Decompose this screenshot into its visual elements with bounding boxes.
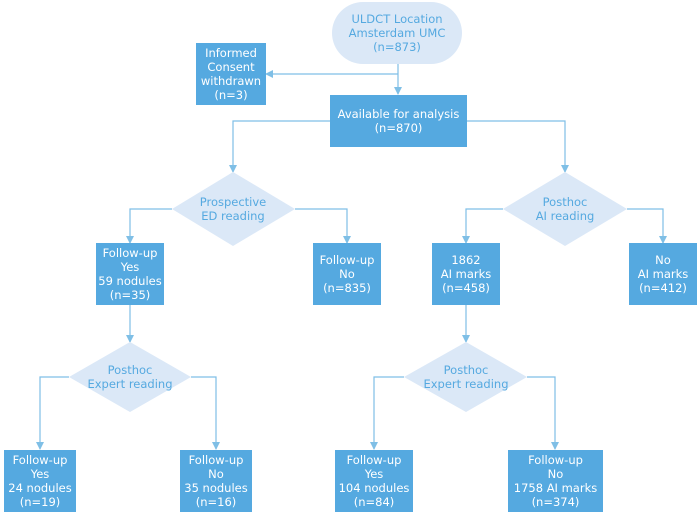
- expert-right-line-2: Expert reading: [423, 377, 509, 391]
- ed-yes-line-2: Yes: [120, 260, 140, 274]
- outcome-left-yes-box: Follow-up Yes 24 nodules (n=19): [4, 450, 76, 512]
- outcome-left-no-box: Follow-up No 35 nodules (n=16): [180, 450, 252, 512]
- ed-yes-line-3: 59 nodules: [98, 274, 162, 288]
- withdrawn-line-3: withdrawn: [200, 74, 262, 88]
- out3-line-3: 104 nodules: [338, 481, 410, 495]
- out1-line-4: (n=19): [19, 495, 61, 509]
- out4-line-1: Follow-up: [528, 453, 583, 467]
- out1-line-3: 24 nodules: [8, 481, 72, 495]
- ai-marks-box: 1862 AI marks (n=458): [432, 243, 500, 305]
- out3-line-4: (n=84): [353, 495, 395, 509]
- out2-line-1: Follow-up: [188, 453, 244, 467]
- expert-right-label: Posthoc Expert reading: [406, 363, 526, 391]
- posthoc-ai-line-2: AI reading: [535, 209, 595, 223]
- withdrawn-line-4: (n=3): [214, 88, 248, 102]
- out4-line-4: (n=374): [531, 495, 580, 509]
- start-line-3: (n=873): [373, 40, 421, 54]
- out4-line-2: No: [547, 467, 564, 481]
- start-line-2: Amsterdam UMC: [348, 26, 446, 40]
- connector-expert-right-to-no: [527, 376, 559, 450]
- available-line-1: Available for analysis: [337, 107, 460, 121]
- connector-expert-left-to-yes: [36, 376, 69, 450]
- ed-yes-line-4: (n=35): [109, 288, 151, 302]
- ed-no-line-2: No: [339, 267, 355, 281]
- posthoc-ai-line-1: Posthoc: [542, 195, 588, 209]
- decision-diamond-prospective: [172, 172, 295, 246]
- expert-left-label: Posthoc Expert reading: [70, 363, 190, 391]
- outcome-right-no-box: Follow-up No 1758 AI marks (n=374): [508, 450, 603, 512]
- ai-marks-line-3: (n=458): [442, 281, 490, 295]
- connector-available-to-posthoc-ai: [467, 120, 569, 173]
- available-box: Available for analysis (n=870): [330, 95, 467, 147]
- out1-line-1: Follow-up: [12, 453, 68, 467]
- outcome-right-yes-box: Follow-up Yes 104 nodules (n=84): [335, 450, 413, 512]
- out2-line-4: (n=16): [195, 495, 237, 509]
- ed-no-line-1: Follow-up: [319, 253, 375, 267]
- out4-line-3: 1758 AI marks: [513, 481, 598, 495]
- decision-diamond-expert-left: [69, 342, 191, 412]
- out1-line-2: Yes: [30, 467, 50, 481]
- out3-line-2: Yes: [364, 467, 384, 481]
- start-line-1: ULDCT Location: [351, 12, 443, 26]
- prospective-line-1: Prospective: [199, 195, 267, 209]
- expert-right-line-1: Posthoc: [443, 363, 489, 377]
- ai-none-line-1: No: [655, 253, 671, 267]
- ai-none-line-2: AI marks: [637, 267, 689, 281]
- ai-marks-line-2: AI marks: [440, 267, 492, 281]
- expert-left-line-1: Posthoc: [107, 363, 153, 377]
- out2-line-2: No: [208, 467, 224, 481]
- withdrawn-line-2: Consent: [207, 60, 255, 74]
- ed-no-box: Follow-up No (n=835): [313, 243, 381, 305]
- posthoc-ai-label: Posthoc AI reading: [505, 195, 625, 223]
- ai-marks-line-1: 1862: [451, 253, 481, 267]
- ed-yes-box: Follow-up Yes 59 nodules (n=35): [96, 243, 164, 305]
- connector-expert-right-to-yes: [370, 376, 404, 450]
- withdrawn-line-1: Informed: [205, 46, 257, 60]
- connector-expert-left-to-no: [191, 376, 220, 450]
- out3-line-1: Follow-up: [346, 453, 402, 467]
- connector-posthoc-ai-to-none: [627, 208, 667, 244]
- available-line-2: (n=870): [374, 121, 423, 135]
- expert-left-line-2: Expert reading: [87, 377, 173, 391]
- withdrawn-box: Informed Consent withdrawn (n=3): [196, 43, 266, 105]
- prospective-label: Prospective ED reading: [173, 195, 293, 223]
- decision-diamond-expert-right: [404, 342, 527, 412]
- decision-diamond-posthoc-ai: [503, 172, 627, 246]
- ed-yes-line-1: Follow-up: [102, 246, 158, 260]
- connector-available-to-prospective: [229, 120, 330, 173]
- out2-line-3: 35 nodules: [184, 481, 248, 495]
- ed-no-line-3: (n=835): [323, 281, 371, 295]
- ai-none-box: No AI marks (n=412): [629, 243, 697, 305]
- prospective-line-2: ED reading: [201, 209, 265, 223]
- connector-prospective-to-yes: [126, 208, 172, 244]
- connector-posthoc-ai-to-marks: [462, 208, 503, 244]
- connector-prospective-to-no: [295, 208, 351, 244]
- ai-none-line-3: (n=412): [639, 281, 687, 295]
- start-node: ULDCT Location Amsterdam UMC (n=873): [332, 2, 462, 64]
